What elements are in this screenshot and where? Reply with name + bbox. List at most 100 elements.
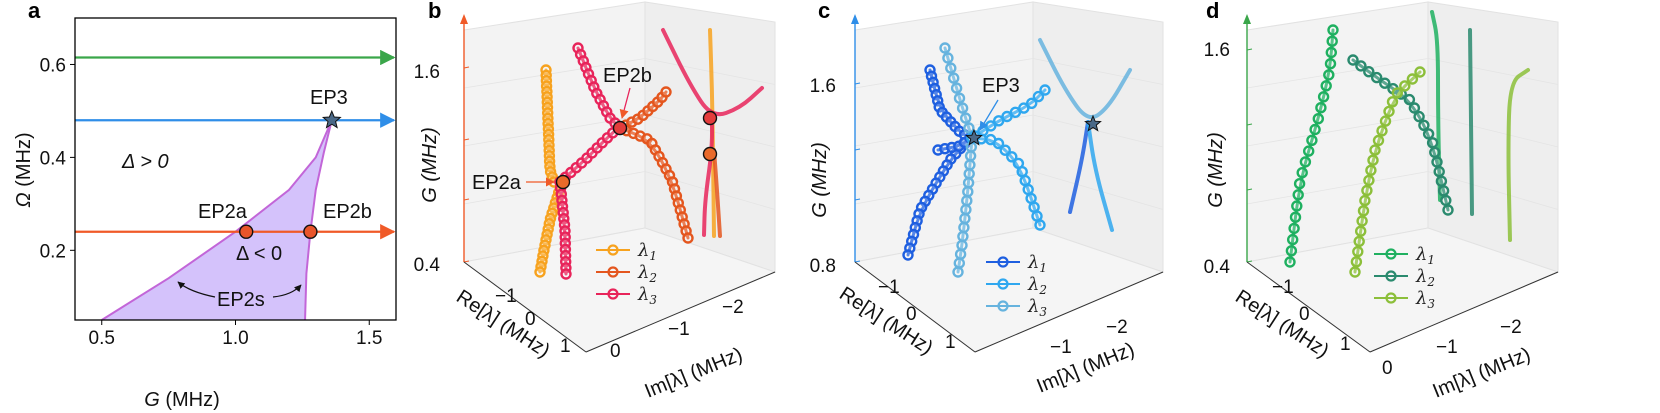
c-l3-lower-point xyxy=(965,141,977,153)
c-l3-upper-point xyxy=(945,62,957,74)
back-wall-left xyxy=(854,1,1034,263)
c-l2-lower-point xyxy=(999,144,1011,156)
panel-label-d: d xyxy=(1206,0,1219,23)
d-l2-point xyxy=(1403,93,1416,106)
b-proj-l3-line xyxy=(661,28,764,117)
d-l1-point xyxy=(1317,91,1330,103)
d-l1-point xyxy=(1327,24,1339,36)
panel-d-3d-box xyxy=(1243,1,1560,353)
d-l3-point xyxy=(1369,144,1381,156)
panel-d-z-tick: 0.4 xyxy=(1204,257,1231,278)
z-tick-mark xyxy=(854,82,861,85)
d-l3-point xyxy=(1356,215,1368,227)
d-l1-point xyxy=(1292,189,1304,201)
panel-b-im-tick: −1 xyxy=(668,319,690,340)
c-l3-lower-point xyxy=(958,221,970,234)
d-l2-point xyxy=(1431,156,1443,168)
d-l2-point xyxy=(1418,119,1430,132)
z-axis-arrow xyxy=(460,14,468,24)
panel-b-re-tick: −1 xyxy=(495,286,517,307)
d-l3-point xyxy=(1367,154,1379,166)
c-l3-lower-line xyxy=(956,136,974,274)
c-proj-a-line xyxy=(1038,38,1132,120)
ep2s-boundary-left xyxy=(101,119,333,321)
c-l2-lower-point xyxy=(1022,183,1034,196)
d-proj-c-line xyxy=(1506,68,1530,242)
d-l3-point xyxy=(1354,225,1367,237)
d-legend-subscript: 2 xyxy=(1426,275,1435,289)
d-l1-point xyxy=(1312,112,1325,125)
c-l3-lower-point xyxy=(963,168,975,180)
z-tick-mark xyxy=(1246,188,1253,191)
d-l3-point xyxy=(1406,73,1419,85)
b-l3-lower-point xyxy=(560,268,572,280)
gridline xyxy=(463,171,776,210)
c-ep3-star xyxy=(965,128,983,146)
c-l2-lower-point xyxy=(1019,174,1031,187)
z-tick-mark xyxy=(1246,123,1253,126)
z-tick-mark xyxy=(854,198,861,201)
z-tick-mark xyxy=(1246,260,1253,263)
c-l3-lower-point xyxy=(962,177,975,189)
z-tick-mark xyxy=(463,260,470,263)
im-axis xyxy=(1369,271,1559,353)
panel-a-region-negative: Δ < 0 xyxy=(236,243,282,265)
b-legend-marker xyxy=(607,288,619,300)
x-tick-label: 0.5 xyxy=(89,328,115,349)
c-l3-upper-point xyxy=(948,72,960,84)
d-l2-point xyxy=(1437,185,1450,197)
c-l3-upper-point xyxy=(939,42,951,54)
z-axis-arrow xyxy=(851,14,859,24)
z-tick-mark xyxy=(854,260,861,263)
b-legend-subscript: 3 xyxy=(649,293,657,307)
d-proj-a-line xyxy=(1430,10,1442,202)
c-l1-lower-point xyxy=(902,249,914,261)
c-l3-lower-point xyxy=(956,239,968,252)
panel-c-z-tick: 0.8 xyxy=(810,256,836,277)
panel-label-c: c xyxy=(818,0,830,23)
d-l3-point xyxy=(1414,66,1426,78)
gridline xyxy=(854,171,1164,210)
d-l3-point xyxy=(1349,266,1361,278)
panel-c-im-tick: −2 xyxy=(1106,317,1128,338)
panel-c-re-tick: −1 xyxy=(878,277,900,298)
panel-a-ep2b-label: EP2b xyxy=(323,201,372,223)
c-ep3-arrow xyxy=(979,99,999,131)
ep2-circle-marker xyxy=(238,224,254,239)
gridline xyxy=(854,114,1164,148)
z-axis-arrow xyxy=(1243,14,1251,24)
d-l3-point xyxy=(1365,164,1377,177)
b-ep2b-marker xyxy=(612,120,628,136)
d-l1-point xyxy=(1291,200,1303,212)
d-l3-point xyxy=(1359,194,1371,207)
panel-c-zlabel: G (MHz) xyxy=(809,142,831,218)
back-wall-right xyxy=(1032,1,1164,273)
panel-a-ep3-label: EP3 xyxy=(310,87,348,109)
d-l1-point xyxy=(1326,35,1338,47)
c-legend-subscript: 3 xyxy=(1039,305,1047,319)
d-l3-point xyxy=(1350,256,1363,268)
d-l3-point xyxy=(1379,115,1392,127)
b-legend-marker xyxy=(607,266,619,278)
c-l3-lower-point xyxy=(952,266,964,278)
d-l1-point xyxy=(1289,211,1302,223)
c-l2-lower-point xyxy=(1006,151,1018,163)
panel-c-z-tick: 1.6 xyxy=(810,76,836,97)
x-tick-label: 1.5 xyxy=(356,328,382,349)
b-legend-subscript: 1 xyxy=(649,249,657,263)
c-l2-upper-point xyxy=(1009,106,1022,119)
panel-a-ylabel-var: Ω xyxy=(13,192,35,207)
d-l1-point xyxy=(1306,134,1318,147)
panel-a-xlabel-unit: (MHz) xyxy=(160,389,220,411)
d-l3-point xyxy=(1361,184,1373,197)
panel-d-zlabel: G (MHz) xyxy=(1205,132,1227,208)
c-l3-lower-point xyxy=(957,230,969,243)
d-l2-point xyxy=(1379,77,1391,89)
x-tick-label: 1.0 xyxy=(222,328,248,349)
ep3-star-marker xyxy=(321,109,342,129)
c-legend-marker xyxy=(997,278,1009,290)
d-l1-point xyxy=(1299,156,1312,168)
